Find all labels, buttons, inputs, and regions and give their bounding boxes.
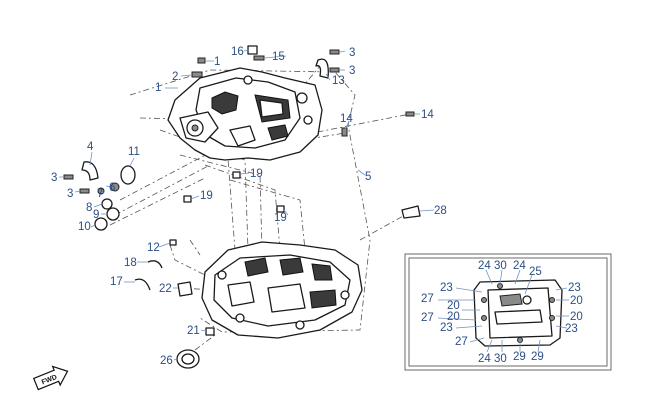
inset-callout-29a: 29 [513,351,526,363]
callout-8: 8 [86,202,92,214]
callout-26: 26 [160,355,173,367]
inset-callout-20c: 20 [570,311,583,323]
dowel-19c [276,205,285,213]
inset-callout-20d: 20 [447,311,460,323]
callout-19b: 19 [250,168,263,180]
oring-15 [253,55,265,61]
bolt-3c [63,174,74,180]
inset-detail [404,253,612,371]
dowel-19b [232,171,241,179]
inset-callout-24c: 24 [478,353,491,365]
callout-22: 22 [159,283,172,295]
callout-17: 17 [110,276,123,288]
callout-3c: 3 [51,172,57,184]
callout-labels: 1 1 2 3 3 3 3 4 5 6 7 8 9 10 11 12 13 14… [51,46,447,367]
bolt-14b [405,111,415,117]
callout-1a: 1 [214,56,220,68]
inset-frame-outer [404,253,612,371]
cap-22 [177,281,193,297]
inset-callout-27a: 27 [421,293,434,305]
callout-16: 16 [231,46,244,58]
inset-callout-25: 25 [529,266,542,278]
bolt-3d [79,188,90,194]
callout-18: 18 [124,257,137,269]
callout-10: 10 [78,221,91,233]
forward-arrow-icon [32,365,69,391]
inset-callout-24b: 24 [513,260,526,272]
inset-callout-30a: 30 [494,260,507,272]
callout-21: 21 [187,325,200,337]
callout-14b: 14 [421,109,434,121]
lower-crankcase [201,241,363,339]
callout-19c: 19 [274,212,287,224]
seal-11 [120,165,136,185]
callout-12: 12 [147,242,160,254]
pin-2 [191,71,203,78]
bolt-3b [329,67,340,73]
inset-callout-30b: 30 [494,353,507,365]
callout-6: 6 [109,182,115,194]
bearing-9 [106,207,120,221]
callout-4: 4 [87,141,94,153]
inset-callout-20a: 20 [447,300,460,312]
inset-callout-29b: 29 [531,351,544,363]
callout-3b: 3 [349,65,355,77]
bracket-13 [315,58,329,79]
ring-17 [134,278,151,291]
callout-1b: 1 [155,82,161,94]
inset-callout-labels: 24 30 24 25 23 23 27 20 20 27 20 20 23 2… [421,260,583,365]
inset-callout-23b: 23 [568,282,581,294]
bolt-3a [329,49,340,55]
plug-16 [247,45,258,55]
callout-14a: 14 [340,113,353,125]
callout-11: 11 [128,146,140,158]
inset-frame-inner [408,257,608,367]
bracket-4 [81,161,99,181]
ring-18 [147,260,163,269]
inset-callout-27b: 27 [421,312,434,324]
fwd-direction-badge: FWD [32,365,69,391]
callout-19a: 19 [200,190,213,202]
callout-28: 28 [434,205,447,217]
callout-13: 13 [332,75,345,87]
inset-callout-23c: 23 [440,322,453,334]
callout-9: 9 [93,209,99,221]
callout-15: 15 [272,51,285,63]
callout-3d: 3 [67,188,73,200]
inset-callout-27c: 27 [455,336,468,348]
leader-lines [59,49,435,361]
upper-crankcase [167,67,323,161]
dowel-12 [169,239,177,246]
inset-callout-24a: 24 [478,260,491,272]
inset-callout-23a: 23 [440,282,453,294]
ring-10 [94,217,108,231]
bolt-1a [197,57,206,64]
plug-21 [205,327,215,336]
inset-callout-23d: 23 [565,323,578,335]
callout-7: 7 [97,188,103,200]
callout-3a: 3 [349,47,355,59]
callout-2: 2 [172,71,178,83]
inset-leader-lines [437,269,569,353]
dowel-19a [183,195,192,203]
nut-8 [101,198,113,210]
callout-5: 5 [365,171,371,183]
sensor-28 [401,205,421,219]
inset-callout-20b: 20 [570,295,583,307]
bolt-14a [341,127,348,137]
